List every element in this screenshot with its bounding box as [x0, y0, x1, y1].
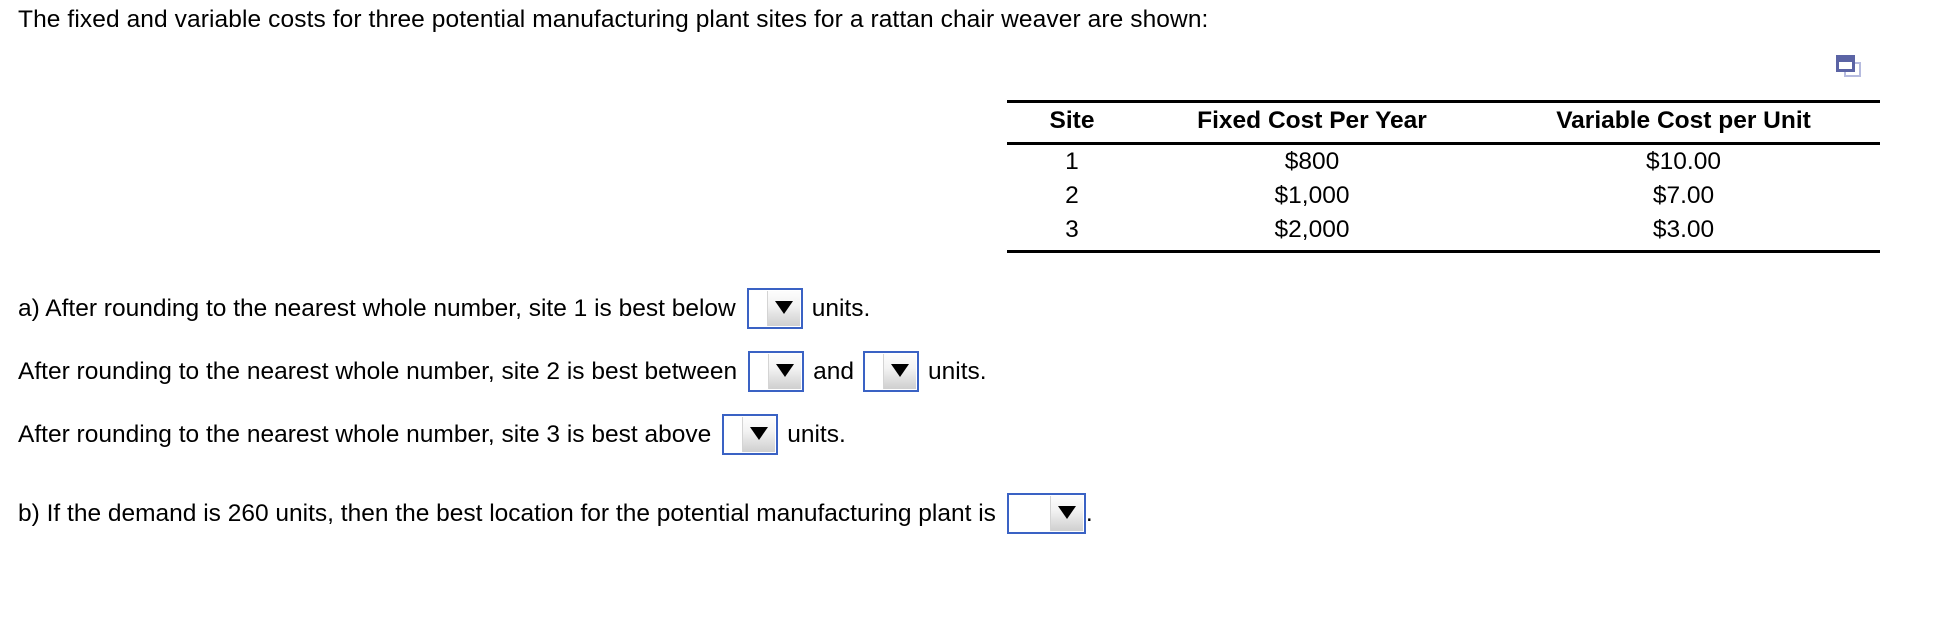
- dropdown-site2-lower-bound[interactable]: [748, 351, 805, 392]
- popup-window-front-shape: [1836, 55, 1855, 72]
- table-row: 3 $2,000 $3.00: [1007, 213, 1880, 253]
- cell-fixed-cost: $2,000: [1137, 213, 1487, 253]
- question-b-text-after: .: [1085, 499, 1093, 527]
- cell-site: 3: [1007, 213, 1137, 253]
- chevron-down-icon: [774, 301, 793, 314]
- cell-variable-cost: $3.00: [1487, 213, 1880, 253]
- question-a3-text-before: After rounding to the nearest whole numb…: [18, 420, 712, 448]
- cell-fixed-cost: $800: [1284, 148, 1340, 175]
- dropdown-arrow-button[interactable]: [768, 354, 802, 389]
- table-header-row: Site Fixed Cost Per Year Variable Cost p…: [1007, 100, 1880, 145]
- dropdown-arrow-button[interactable]: [883, 354, 916, 389]
- dropdown-site1-below-units[interactable]: [746, 288, 803, 329]
- question-a-text-after: units.: [811, 294, 871, 322]
- cost-table-container: Site Fixed Cost Per Year Variable Cost p…: [1007, 100, 1880, 253]
- chevron-down-icon: [750, 427, 769, 440]
- dropdown-site2-upper-bound[interactable]: [863, 351, 919, 392]
- dropdown-site3-above-units[interactable]: [722, 414, 779, 455]
- problem-statement: The fixed and variable costs for three p…: [18, 6, 1209, 33]
- question-a-line-2: After rounding to the nearest whole numb…: [18, 351, 987, 392]
- question-a2-text-after: units.: [928, 357, 987, 385]
- question-a2-text-before: After rounding to the nearest whole numb…: [18, 357, 738, 385]
- chevron-down-icon: [776, 364, 795, 377]
- dropdown-arrow-button[interactable]: [742, 417, 776, 452]
- question-a2-text-middle: and: [813, 357, 854, 385]
- cost-table: Site Fixed Cost Per Year Variable Cost p…: [1007, 100, 1880, 253]
- table-row: 2 $1,000 $7.00: [1007, 179, 1880, 213]
- header-fixed-cost: Fixed Cost Per Year: [1137, 100, 1487, 145]
- question-b-line: b) If the demand is 260 units, then the …: [18, 493, 1093, 534]
- question-a-line-3: After rounding to the nearest whole numb…: [18, 414, 846, 455]
- question-a-line-1: a) After rounding to the nearest whole n…: [18, 288, 870, 329]
- cell-fixed-cost: $1,000: [1274, 182, 1350, 209]
- header-variable-cost: Variable Cost per Unit: [1487, 100, 1880, 145]
- chevron-down-icon: [1057, 506, 1076, 519]
- dropdown-arrow-button[interactable]: [766, 291, 800, 326]
- question-b-text-before: b) If the demand is 260 units, then the …: [18, 499, 996, 527]
- cell-site: 2: [1065, 182, 1079, 209]
- header-site: Site: [1007, 100, 1137, 145]
- dropdown-best-location[interactable]: [1006, 493, 1086, 534]
- cell-variable-cost: $7.00: [1652, 182, 1715, 209]
- table-row: 1 $800 $10.00: [1007, 144, 1880, 180]
- question-a3-text-after: units.: [787, 420, 846, 448]
- dropdown-arrow-button[interactable]: [1049, 496, 1083, 531]
- cost-table-body: 1 $800 $10.00 2 $1,000 $7.00 3 $2,000 $3…: [1007, 144, 1880, 253]
- cell-variable-cost: $10.00: [1646, 148, 1721, 175]
- cell-site: 1: [1065, 148, 1079, 175]
- chevron-down-icon: [891, 364, 909, 377]
- question-a-text-before: a) After rounding to the nearest whole n…: [18, 294, 736, 322]
- cost-table-head: Site Fixed Cost Per Year Variable Cost p…: [1007, 100, 1880, 145]
- open-in-popup-icon[interactable]: [1836, 55, 1862, 79]
